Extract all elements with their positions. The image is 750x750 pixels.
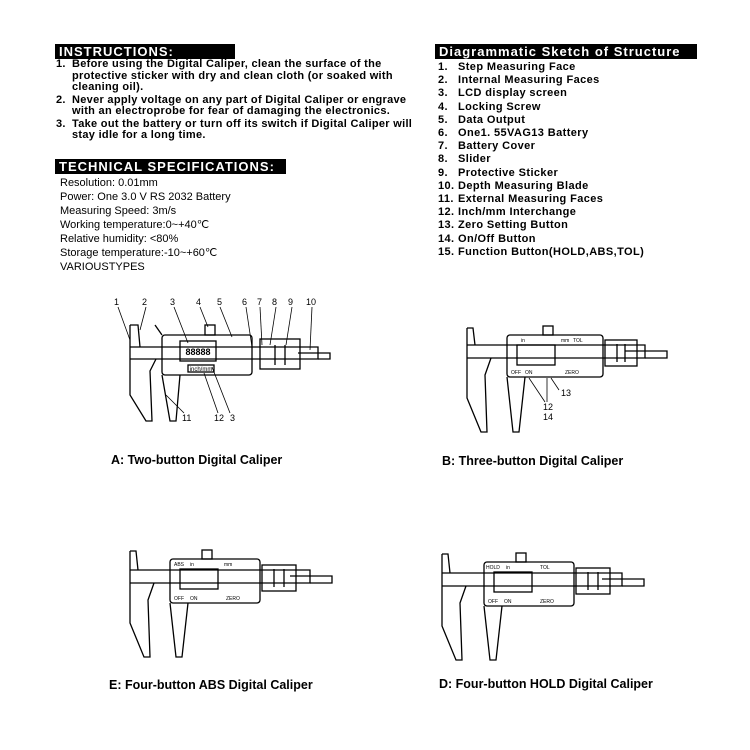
callout-label: 6: [242, 297, 247, 307]
button-label: OFF: [488, 599, 498, 605]
button-label: in: [506, 565, 510, 571]
caliper-figure-a: 88888 inch/mm 1 2 3 4 5 6 7 8 9 10 11 12…: [114, 297, 331, 423]
structure-item: 5.Data Output: [438, 113, 526, 126]
structure-item: 10.Depth Measuring Blade: [438, 179, 589, 192]
svg-text:88888: 88888: [185, 347, 210, 357]
instructions-list: 1.Before using the Digital Caliper, clea…: [56, 58, 416, 143]
callout-label: 8: [272, 297, 277, 307]
figure-d-caption: D: Four-button HOLD Digital Caliper: [439, 677, 653, 691]
button-label: ABS: [174, 562, 185, 568]
button-label: ON: [525, 370, 533, 376]
callout-label: 14: [543, 412, 553, 422]
figure-a-caption: A: Two-button Digital Caliper: [111, 453, 283, 467]
structure-item: 15.Function Button(HOLD,ABS,TOL): [438, 245, 645, 258]
callout-label: 13: [561, 388, 571, 398]
spec-line: Relative humidity: <80%: [60, 233, 179, 245]
button-label: OFF: [174, 596, 184, 602]
structure-item: 13.Zero Setting Button: [438, 219, 569, 232]
caliper-figure-b: in mm TOL OFF ON ZERO 12 13 14: [466, 325, 668, 433]
instruction-item: 1.Before using the Digital Caliper, clea…: [56, 58, 393, 93]
structure-item: 6.One1. 55VAG13 Battery: [438, 127, 589, 140]
structure-item: 7.Battery Cover: [438, 140, 536, 153]
button-label: ZERO: [226, 596, 240, 602]
button-label: mm: [224, 562, 232, 568]
button-label: TOL: [540, 565, 550, 571]
callout-label: 2: [142, 297, 147, 307]
callout-label: 11: [182, 413, 191, 423]
figure-e-caption: E: Four-button ABS Digital Caliper: [109, 678, 313, 692]
specifications-heading: TECHNICAL SPECIFICATIONS:: [55, 159, 286, 174]
button-label: in: [190, 562, 194, 568]
structure-item: 12.Inch/mm Interchange: [438, 206, 577, 219]
button-label: TOL: [573, 338, 583, 344]
instructions-heading: INSTRUCTIONS:: [55, 44, 235, 59]
inch-mm-button-label: inch/mm: [190, 367, 213, 373]
spec-line: Storage temperature:-10~+60℃: [60, 247, 218, 259]
structure-item: 14.On/Off Button: [438, 232, 536, 245]
structure-item: 9.Protective Sticker: [438, 166, 559, 179]
instruction-item: 2.Never apply voltage on any part of Dig…: [56, 93, 407, 117]
structure-list: 1.Step Measuring Face 2.Internal Measuri…: [438, 61, 644, 259]
structure-item: 8.Slider: [438, 153, 491, 166]
callout-label: 3: [230, 413, 235, 423]
callout-label: 5: [217, 297, 222, 307]
caliper-figure-d: HOLD in TOL OFF ON ZERO: [441, 552, 645, 661]
button-label: ON: [504, 599, 512, 605]
callout-label: 9: [288, 297, 293, 307]
button-label: ZERO: [540, 599, 554, 605]
structure-item: 2.Internal Measuring Faces: [438, 74, 600, 87]
spec-line: Working temperature:0~+40℃: [60, 219, 210, 231]
caliper-figure-e: ABS in mm OFF ON ZERO: [129, 549, 333, 658]
callout-label: 12: [543, 402, 553, 412]
instruction-item: 3.Take out the battery or turn off its s…: [56, 117, 413, 141]
callout-label: 3: [170, 297, 175, 307]
structure-item: 4.Locking Screw: [438, 100, 541, 113]
button-label: OFF: [511, 370, 521, 376]
button-label: mm: [561, 338, 569, 344]
structure-item: 11.External Measuring Faces: [438, 193, 604, 206]
button-label: HOLD: [486, 565, 500, 571]
spec-line: VARIOUSTYPES: [60, 261, 145, 273]
callout-label: 1: [114, 297, 119, 307]
button-label: ON: [190, 596, 198, 602]
callout-label: 4: [196, 297, 201, 307]
structure-heading: Diagrammatic Sketch of Structure: [435, 44, 697, 59]
button-label: in: [521, 338, 525, 344]
callout-label: 7: [257, 297, 262, 307]
spec-line: Measuring Speed: 3m/s: [60, 205, 177, 217]
structure-item: 1.Step Measuring Face: [438, 61, 576, 73]
figure-b-caption: B: Three-button Digital Caliper: [442, 454, 624, 468]
callout-label: 10: [306, 297, 316, 307]
callout-label: 12: [214, 413, 224, 423]
structure-item: 3.LCD display screen: [438, 87, 568, 100]
spec-line: Power: One 3.0 V RS 2032 Battery: [60, 191, 231, 203]
spec-line: Resolution: 0.01mm: [60, 177, 158, 189]
specifications-list: Resolution: 0.01mm Power: One 3.0 V RS 2…: [60, 176, 231, 274]
button-label: ZERO: [565, 370, 579, 376]
